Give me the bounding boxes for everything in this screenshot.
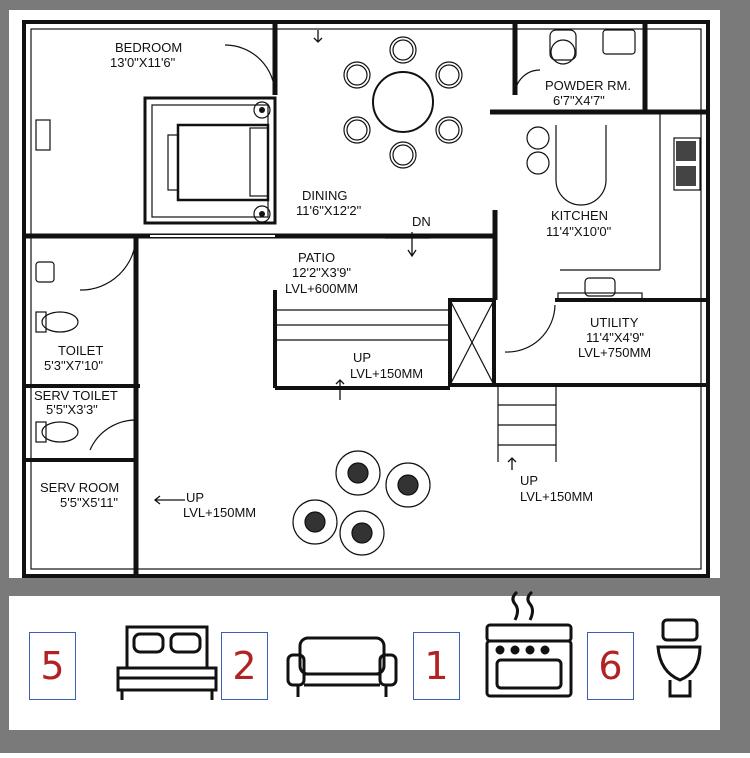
toilet-name: TOILET (58, 343, 103, 358)
utility-name: UTILITY (590, 315, 639, 330)
dining-table (343, 36, 463, 169)
plan-walls (22, 20, 710, 578)
up-right-label: UP (520, 473, 538, 488)
kitchen-name: KITCHEN (551, 208, 608, 223)
up-center-level: LVL+150MM (350, 366, 423, 381)
sofa-icon (286, 636, 398, 697)
bed-furniture (143, 96, 277, 225)
legend-count-bed: 5 (29, 632, 76, 700)
dining-size: 11'6"X12'2" (296, 203, 362, 218)
serv-toilet-name: SERV TOILET (34, 388, 118, 403)
patio-name: PATIO (298, 250, 335, 265)
toilet-icon (656, 618, 702, 698)
sanitary-fixtures (35, 29, 636, 443)
utility-level: LVL+750MM (578, 345, 651, 360)
up-center-label: UP (353, 350, 371, 365)
serv-room-size: 5'5"X5'11" (60, 495, 118, 510)
legend-count-stove: 1 (413, 632, 460, 700)
powder-room-size: 6'7"X4'7" (553, 93, 605, 108)
bedroom-name: BEDROOM (115, 40, 182, 55)
serv-room-name: SERV ROOM (40, 480, 119, 495)
patio-level: LVL+600MM (285, 281, 358, 296)
legend-divider (9, 578, 720, 596)
door-swings (79, 44, 556, 451)
serv-toilet-size: 5'5"X3'3" (46, 402, 98, 417)
stove-icon (485, 590, 573, 698)
bed-icon (116, 625, 218, 700)
up-left-level: LVL+150MM (183, 505, 256, 520)
legend-count-sofa: 2 (221, 632, 268, 700)
kitchen-fixtures (526, 125, 701, 301)
dining-name: DINING (302, 188, 348, 203)
up-left-label: UP (186, 490, 204, 505)
patio-size: 12'2"X3'9" (292, 265, 351, 280)
utility-size: 11'4"X4'9" (586, 330, 644, 345)
toilet-size: 5'3"X7'10" (44, 358, 103, 373)
plant-cluster (292, 450, 431, 556)
kitchen-size: 11'4"X10'0" (546, 224, 612, 239)
level-arrows (153, 30, 517, 505)
bedroom-size: 13'0"X11'6" (110, 55, 176, 70)
dn-marker: DN (412, 214, 431, 229)
legend-count-toilet: 6 (587, 632, 634, 700)
up-right-level: LVL+150MM (520, 489, 593, 504)
powder-room-name: POWDER RM. (545, 78, 631, 93)
inner-canvas (9, 10, 720, 730)
